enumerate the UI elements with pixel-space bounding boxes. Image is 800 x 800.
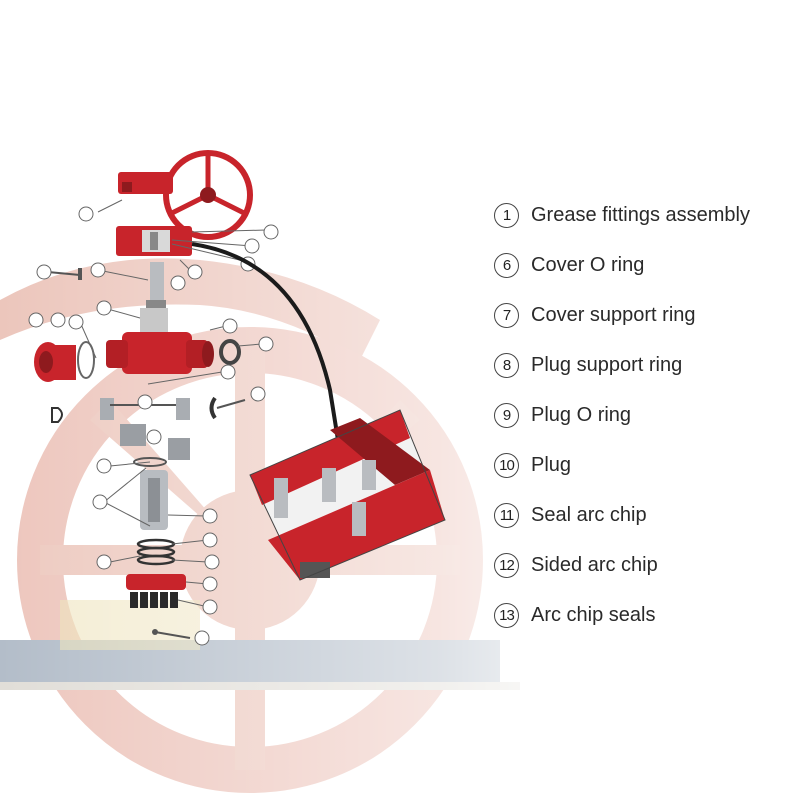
- handwheel-icon: [163, 150, 253, 240]
- wiring-harness-icon: [191, 242, 340, 441]
- part-label: Plug O ring: [531, 403, 632, 426]
- gear-operator-icon: [116, 172, 192, 256]
- part-label: Plug: [531, 453, 572, 476]
- stem-icon: [150, 262, 164, 302]
- parts-legend: 1 Grease fittings assembly 6 Cover O rin…: [494, 190, 794, 640]
- hammer-union-icon: [34, 341, 95, 382]
- part-label: Seal arc chip: [531, 503, 647, 526]
- part-number-badge: 10: [494, 452, 519, 478]
- part-number-badge: 8: [494, 352, 519, 378]
- legend-item: 11 Seal arc chip: [494, 490, 794, 540]
- part-label: Cover O ring: [531, 253, 645, 276]
- part-number-badge: 6: [494, 252, 519, 278]
- legend-item: 6 Cover O ring: [494, 240, 794, 290]
- part-number-badge: 7: [494, 302, 519, 328]
- part-label: Plug support ring: [531, 353, 683, 376]
- part-number-badge: 11: [494, 502, 519, 528]
- legend-item: 10 Plug: [494, 440, 794, 490]
- part-label: Cover support ring: [531, 303, 696, 326]
- legend-item: 1 Grease fittings assembly: [494, 190, 794, 240]
- part-label: Grease fittings assembly: [531, 203, 750, 226]
- part-number-badge: 1: [494, 202, 519, 228]
- part-number-badge: 13: [494, 602, 519, 628]
- part-label: Arc chip seals: [531, 603, 656, 626]
- part-number-badge: 9: [494, 402, 519, 428]
- legend-item: 8 Plug support ring: [494, 340, 794, 390]
- part-label: Sided arc chip: [531, 553, 658, 576]
- legend-item: 9 Plug O ring: [494, 390, 794, 440]
- legend-item: 13 Arc chip seals: [494, 590, 794, 640]
- legend-item: 7 Cover support ring: [494, 290, 794, 340]
- inset-photo: [249, 409, 446, 581]
- part-number-badge: 12: [494, 552, 519, 578]
- valve-body-icon: [106, 332, 214, 374]
- legend-item: 12 Sided arc chip: [494, 540, 794, 590]
